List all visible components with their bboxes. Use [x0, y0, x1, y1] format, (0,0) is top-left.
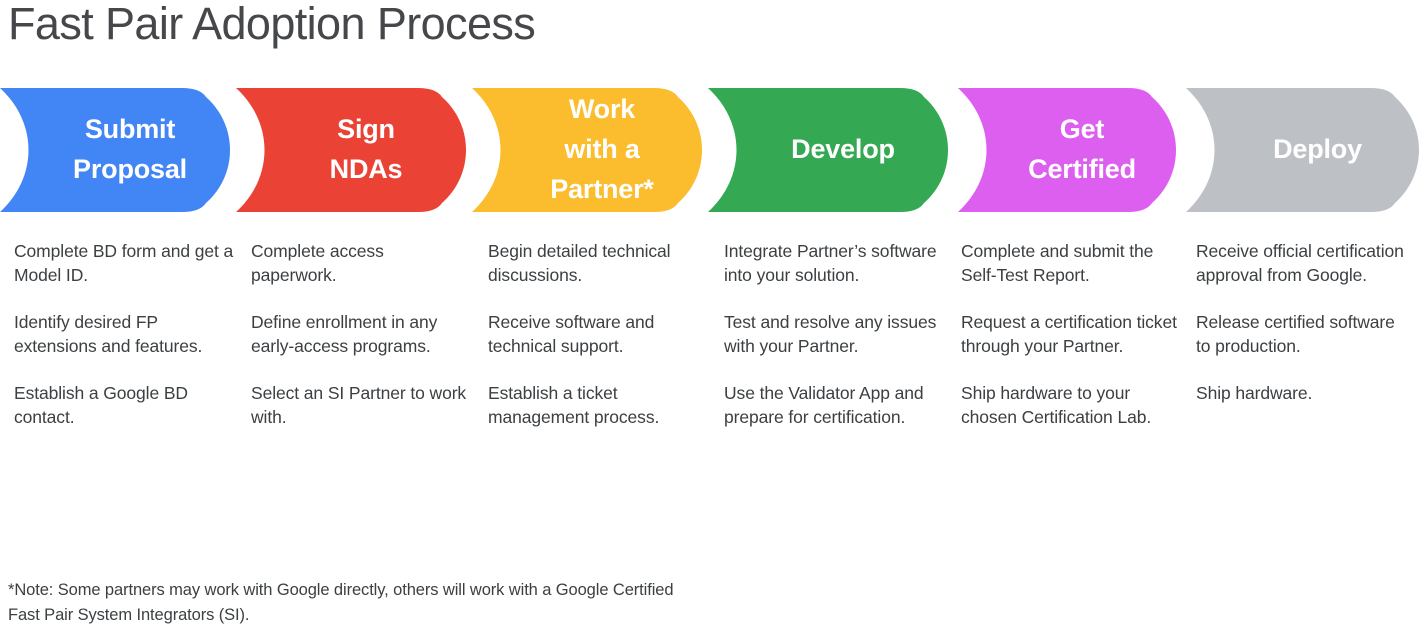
stage-detail-columns: Complete BD form and get a Model ID. Iden… [0, 240, 1423, 540]
stage-column-submit-proposal: Complete BD form and get a Model ID. Iden… [14, 240, 236, 429]
stage-banner-shape-develop [708, 88, 948, 212]
stage-banner-label-line: with a [564, 134, 640, 165]
stage-banner-shape-work-with-a-partner [472, 88, 702, 212]
stage-banner-label-line: Work [568, 94, 636, 125]
stage-banner-label-line: Certified [1028, 154, 1136, 184]
stage-column-deploy: Receive official certification approval … [1196, 240, 1411, 406]
stage-item: Establish a ticket management process. [488, 383, 660, 427]
stage-item: Establish a Google BD contact. [14, 383, 188, 427]
stage-item: Test and resolve any issues with your Pa… [724, 312, 937, 356]
stage-banner-label-line: Get [1059, 114, 1105, 145]
stage-banner-label-deploy: Deploy [1186, 88, 1423, 212]
stage-banner-shape-get-certified [958, 88, 1176, 212]
stage-banner-label-line: Partner* [550, 173, 654, 204]
stage-banner-label-line: Develop [791, 134, 895, 165]
stage-banner-work-with-a-partner[interactable]: Work with a Partner* [472, 88, 706, 212]
stage-item: Ship hardware. [1196, 383, 1313, 403]
stage-item: Complete BD form and get a Model ID. [14, 241, 234, 285]
stage-column-sign-ndas: Complete access paperwork. Define enrollm… [251, 240, 473, 429]
stage-item: Define enrollment in any early-access pr… [251, 312, 438, 356]
stage-item: Integrate Partner’s software into your s… [724, 241, 937, 285]
stage-item: Select an SI Partner to work with. [251, 383, 467, 427]
stage-item: Identify desired FP extensions and featu… [14, 312, 203, 356]
stage-banner-shape-submit-proposal [0, 88, 230, 212]
stage-item: Request a certification ticket through y… [961, 312, 1177, 356]
stage-banner-shape-sign-ndas [236, 88, 466, 212]
stage-banner-shape-deploy [1186, 88, 1419, 212]
stage-item: Release certified software to production… [1196, 312, 1395, 356]
stage-item: Ship hardware to your chosen Certificati… [961, 383, 1152, 427]
footnote-note: *Note: Some partners may work with Googl… [8, 581, 674, 624]
stage-item: Complete access paperwork. [251, 241, 384, 285]
stage-column-develop: Integrate Partner’s software into your s… [724, 240, 946, 429]
stage-banner-label-line: Proposal [73, 154, 187, 184]
stage-banner-label-work-with-a-partner: Work with a Partner* [472, 88, 706, 212]
stage-column-work-with-a-partner: Begin detailed technical discussions. Rec… [488, 240, 710, 429]
stage-banner-label-line: Sign [337, 114, 395, 145]
stage-banner-deploy[interactable]: Deploy [1186, 88, 1423, 212]
stage-banner-develop[interactable]: Develop [708, 88, 952, 212]
stage-item: Use the Validator App and prepare for ce… [724, 383, 924, 427]
stage-banner-label-line: NDAs [329, 154, 403, 184]
stage-item: Receive official certification approval … [1196, 241, 1404, 285]
stage-banner-label-develop: Develop [708, 88, 952, 212]
stage-item: Receive software and technical support. [488, 312, 655, 356]
page-title: Fast Pair Adoption Process [8, 0, 536, 49]
stage-column-get-certified: Complete and submit the Self-Test Report… [961, 240, 1183, 429]
stage-item: Begin detailed technical discussions. [488, 241, 671, 285]
stage-item: Complete and submit the Self-Test Report… [961, 241, 1154, 285]
stage-banner-label-line: Submit [84, 114, 176, 145]
stage-banner-label-line: Deploy [1273, 134, 1362, 165]
